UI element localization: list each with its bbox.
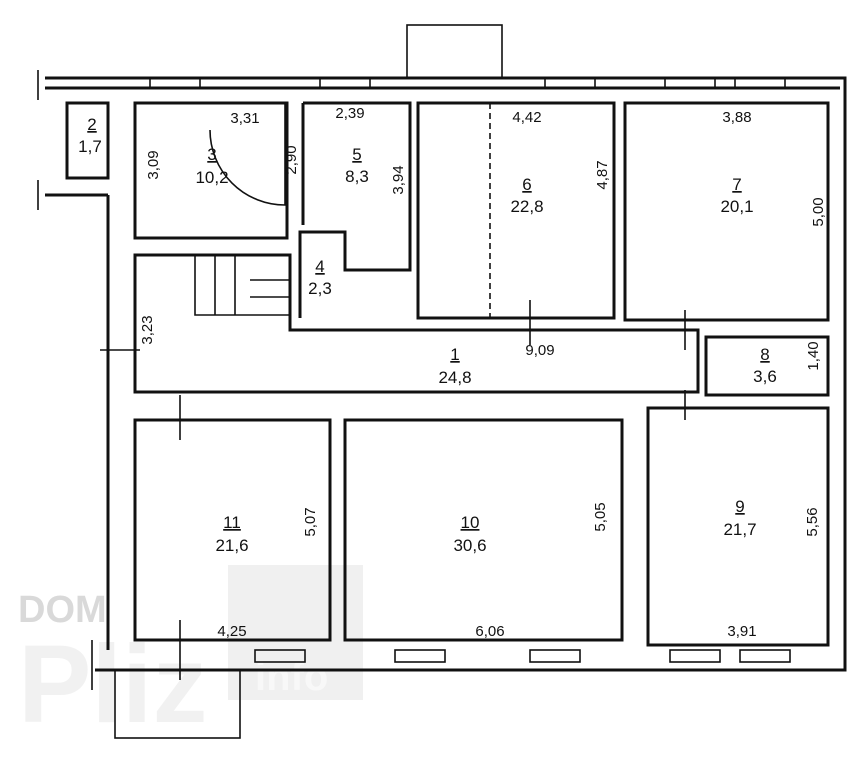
svg-text:1: 1 — [450, 345, 459, 364]
svg-text:11: 11 — [223, 513, 241, 532]
svg-text:22,8: 22,8 — [510, 197, 543, 216]
svg-text:DOM: DOM — [18, 589, 107, 631]
svg-text:2,90: 2,90 — [283, 145, 300, 174]
windows — [149, 77, 791, 663]
svg-text:3,09: 3,09 — [145, 150, 162, 179]
svg-text:3,23: 3,23 — [139, 315, 156, 344]
room-11: 11 21,6 5,07 4,25 — [215, 507, 319, 640]
svg-text:5,00: 5,00 — [810, 197, 827, 226]
svg-text:8: 8 — [760, 345, 769, 364]
svg-text:4,87: 4,87 — [594, 160, 611, 189]
room-3: 3 10,2 3,31 3,09 — [145, 110, 260, 187]
room-10: 10 30,6 5,05 6,06 — [453, 502, 609, 640]
svg-text:9,09: 9,09 — [525, 342, 554, 359]
svg-text:Pliz: Pliz — [18, 623, 208, 746]
svg-text:8,3: 8,3 — [345, 167, 369, 186]
svg-text:2: 2 — [87, 115, 96, 134]
svg-text:5: 5 — [352, 145, 361, 164]
svg-text:1,40: 1,40 — [805, 341, 822, 370]
svg-text:20,1: 20,1 — [720, 197, 753, 216]
svg-text:21,7: 21,7 — [723, 520, 756, 539]
svg-text:3: 3 — [207, 145, 216, 164]
svg-text:3,94: 3,94 — [390, 165, 407, 194]
svg-text:6,06: 6,06 — [475, 623, 504, 640]
svg-text:4,42: 4,42 — [512, 109, 541, 126]
room-8: 8 3,6 1,40 — [753, 341, 822, 386]
svg-text:6: 6 — [522, 175, 531, 194]
svg-text:1,7: 1,7 — [78, 137, 102, 156]
svg-text:7: 7 — [732, 175, 741, 194]
room-2: 2 1,7 — [78, 115, 102, 156]
svg-text:10,2: 10,2 — [195, 168, 228, 187]
svg-text:30,6: 30,6 — [453, 536, 486, 555]
svg-text:3,91: 3,91 — [727, 623, 756, 640]
svg-text:10: 10 — [461, 513, 480, 532]
svg-text:24,8: 24,8 — [438, 368, 471, 387]
svg-text:4,25: 4,25 — [217, 623, 246, 640]
svg-text:9: 9 — [735, 497, 744, 516]
room-walls — [65, 101, 830, 680]
room-6: 6 22,8 4,42 4,87 — [510, 109, 611, 216]
svg-text:5,07: 5,07 — [302, 507, 319, 536]
svg-text:2,39: 2,39 — [335, 105, 364, 122]
svg-text:3,31: 3,31 — [230, 110, 259, 127]
svg-text:21,6: 21,6 — [215, 536, 248, 555]
svg-text:4: 4 — [315, 257, 324, 276]
room-5: 5 8,3 2,39 2,90 3,94 — [283, 105, 407, 195]
room-1: 1 24,8 9,09 3,23 — [139, 315, 555, 387]
watermark-logo: DOM Pliz info — [18, 565, 363, 746]
svg-text:5,05: 5,05 — [592, 502, 609, 531]
room-9: 9 21,7 5,56 3,91 — [723, 497, 821, 640]
room-4: 4 2,3 — [308, 257, 332, 298]
svg-text:3,6: 3,6 — [753, 367, 777, 386]
svg-text:2,3: 2,3 — [308, 279, 332, 298]
svg-text:3,88: 3,88 — [722, 109, 751, 126]
svg-text:5,56: 5,56 — [804, 507, 821, 536]
room-7: 7 20,1 3,88 5,00 — [720, 109, 827, 227]
